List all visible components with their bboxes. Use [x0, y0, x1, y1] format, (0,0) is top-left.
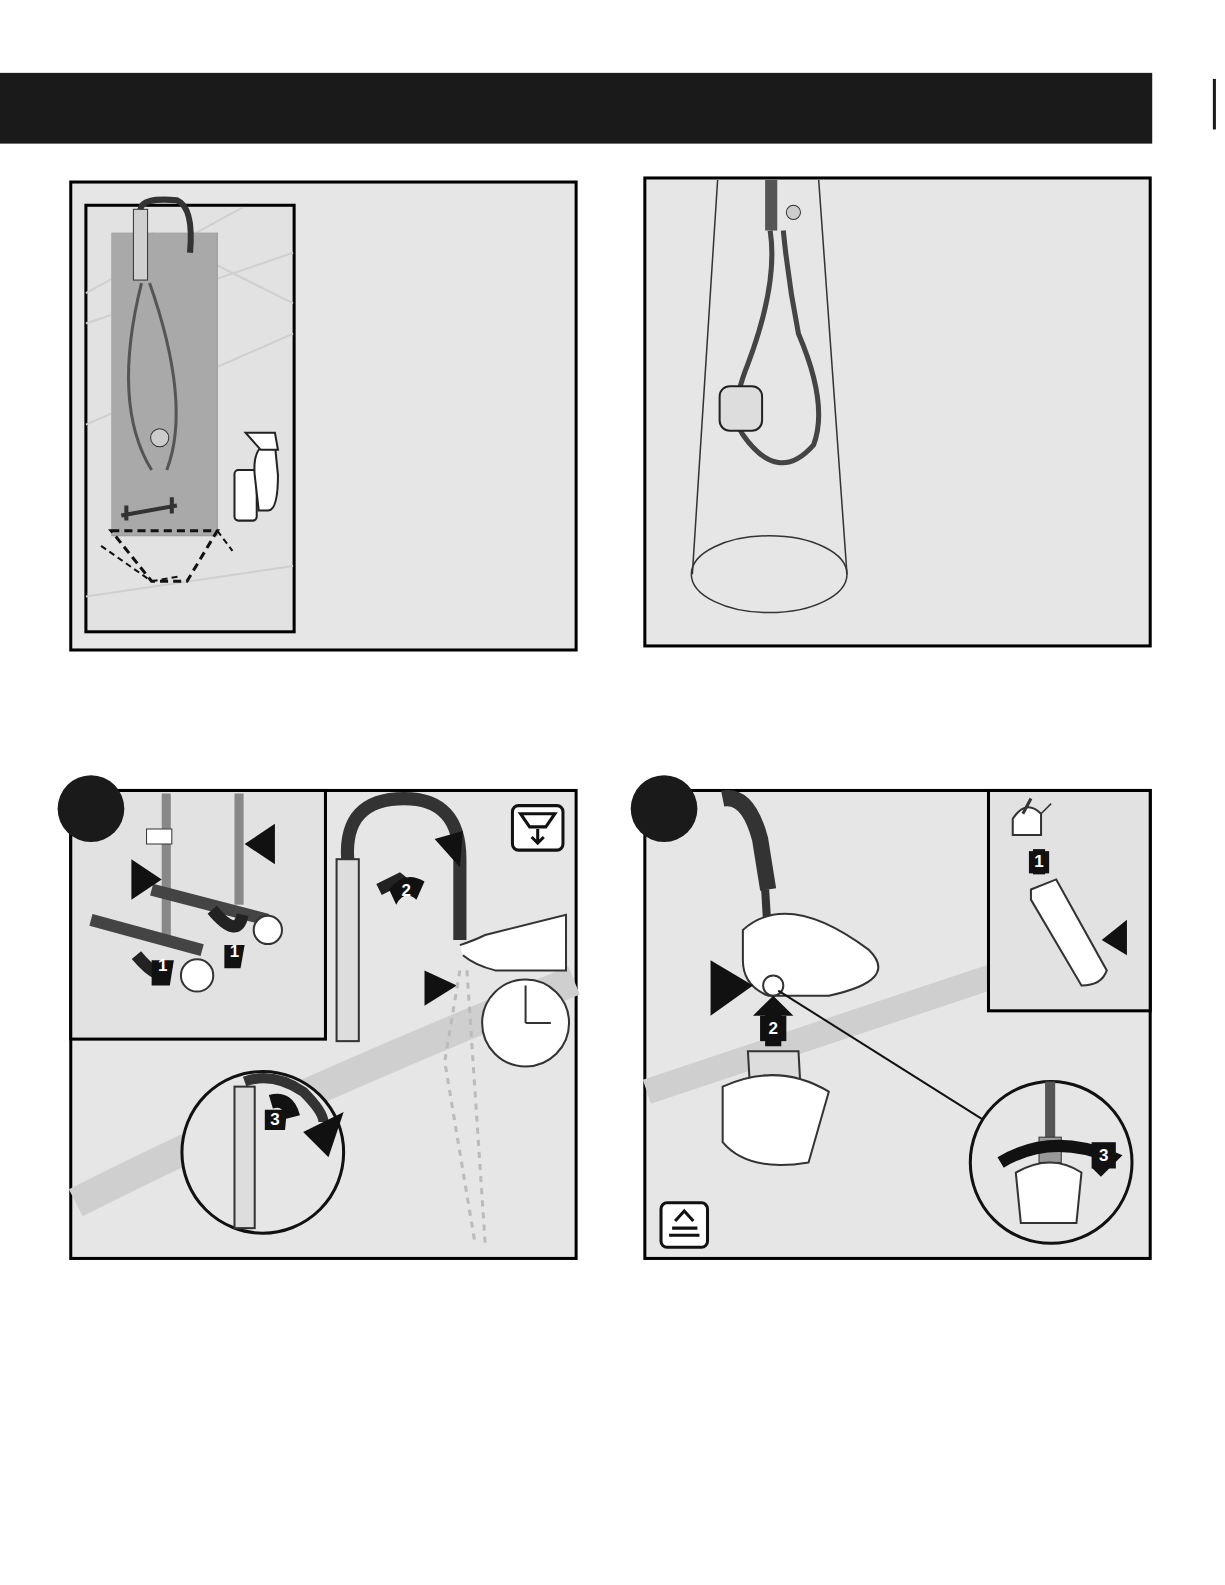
arrow-plate — [1029, 851, 1049, 873]
callout-number: 1 — [1034, 853, 1043, 870]
arrow-plate — [265, 1110, 287, 1130]
callout-number: 3 — [1099, 1147, 1108, 1164]
callout-number: 2 — [402, 882, 411, 899]
arrow-plate — [760, 1016, 786, 1041]
callout-number: 1 — [158, 957, 167, 974]
arrow-plate — [1092, 1142, 1116, 1168]
callout-number: 2 — [768, 1019, 777, 1036]
arrow-plate — [389, 877, 424, 905]
callout-number: 3 — [270, 1110, 279, 1127]
callout-number: 1 — [230, 943, 239, 960]
